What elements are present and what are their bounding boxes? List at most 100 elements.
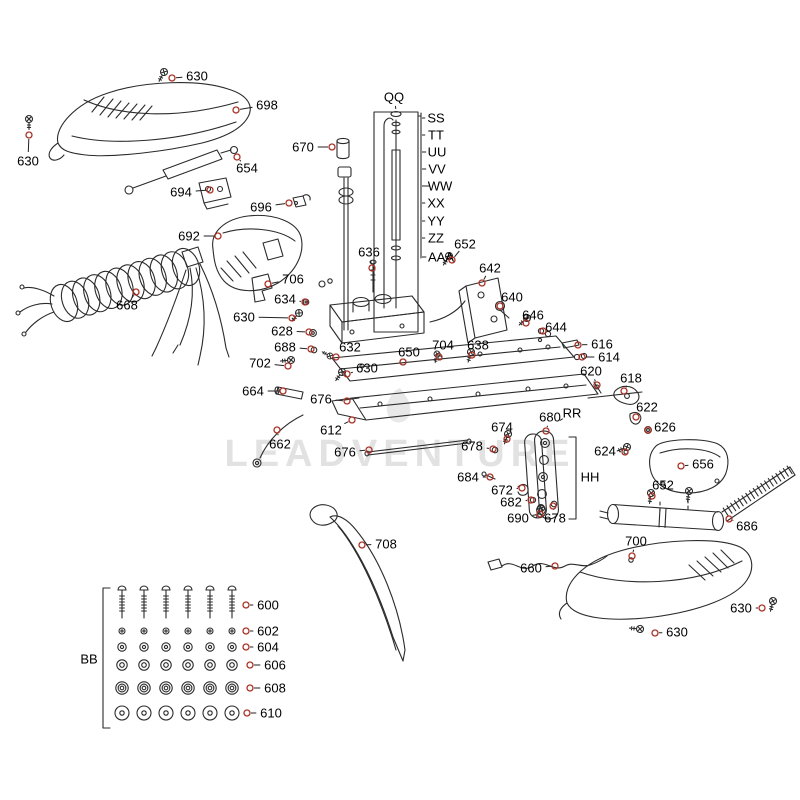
- callout-630: 630: [17, 131, 39, 169]
- flex-shaft-686-art: [721, 466, 796, 522]
- callout-622: 622: [632, 400, 658, 421]
- callout-ring: [358, 541, 366, 549]
- part-label-670: 670: [292, 140, 314, 155]
- part-label-RR: RR: [563, 406, 582, 421]
- callout-678: 678: [544, 502, 566, 526]
- coil-cable-668-art: [15, 246, 230, 366]
- part-label-630: 630: [730, 601, 752, 616]
- part-label-602: 602: [257, 624, 279, 639]
- callout-ring: [518, 484, 526, 492]
- part-label-692: 692: [178, 229, 200, 244]
- callout-ring: [468, 351, 476, 359]
- callout-ring: [648, 492, 656, 500]
- callout-HH: HH: [581, 470, 600, 485]
- callout-ZZ: ZZ: [422, 231, 444, 246]
- part-label-676: 676: [334, 445, 356, 460]
- part-label-642: 642: [479, 261, 501, 276]
- part-label-656: 656: [692, 457, 714, 472]
- part-label-626: 626: [654, 420, 676, 435]
- callout-ring: [132, 288, 140, 296]
- callout-ring: [206, 186, 214, 194]
- part-label-618: 618: [620, 371, 642, 386]
- part-label-668: 668: [116, 298, 138, 313]
- leader-line: [195, 189, 207, 192]
- part-label-694: 694: [170, 185, 192, 200]
- part-label-664: 664: [242, 384, 264, 399]
- part-label-700: 700: [625, 534, 647, 549]
- callout-ring: [677, 462, 685, 470]
- callout-618: 618: [620, 371, 642, 395]
- callout-ring: [288, 314, 296, 322]
- leader-line: [532, 514, 537, 516]
- part-label-624: 624: [594, 444, 616, 459]
- leader-line: [545, 565, 552, 568]
- callout-664: 664: [242, 384, 287, 399]
- callout-690: 690: [507, 510, 544, 526]
- part-label-652: 652: [454, 237, 476, 252]
- callout-ring: [242, 643, 250, 651]
- callout-QQ: QQ: [384, 90, 404, 110]
- callout-ring: [246, 684, 254, 692]
- callout-660: 660: [520, 561, 559, 576]
- callout-612: 612: [320, 416, 356, 438]
- callout-UU: UU: [422, 145, 446, 160]
- callout-ring: [651, 629, 659, 637]
- callout-630: 630: [233, 310, 296, 325]
- callout-ring: [328, 143, 336, 151]
- part-label-612: 612: [320, 423, 342, 438]
- callout-634: 634: [274, 292, 309, 307]
- callout-ring: [285, 199, 293, 207]
- leader-line: [27, 138, 30, 153]
- callout-668: 668: [116, 288, 140, 313]
- callout-ring: [539, 327, 547, 335]
- side-plate-656-art: [649, 439, 729, 515]
- callout-ring: [301, 298, 309, 306]
- callout-ring: [399, 358, 407, 366]
- leader-line: [239, 106, 253, 110]
- callout-676: 676: [334, 445, 373, 460]
- leader-line: [594, 379, 596, 382]
- callout-ring: [486, 473, 494, 481]
- part-label-UU: UU: [428, 145, 447, 160]
- part-label-628: 628: [271, 324, 293, 339]
- leader-line: [131, 295, 135, 298]
- reference-brackets-art: [102, 112, 577, 729]
- part-label-XX: XX: [427, 196, 445, 211]
- side-housing-692-art: [212, 214, 303, 292]
- callout-TT: TT: [422, 128, 444, 143]
- part-label-622: 622: [636, 400, 658, 415]
- part-label-678: 678: [461, 439, 483, 454]
- part-label-632: 632: [339, 340, 361, 355]
- callout-624: 624: [594, 444, 629, 459]
- callout-XX: XX: [422, 196, 445, 211]
- callout-694: 694: [170, 185, 214, 200]
- part-label-682: 682: [500, 495, 522, 510]
- part-label-606: 606: [264, 658, 286, 673]
- part-label-608: 608: [264, 681, 286, 696]
- callout-ring: [628, 552, 636, 560]
- callout-646: 646: [522, 308, 544, 327]
- part-label-690: 690: [507, 511, 529, 526]
- callout-ring: [305, 328, 313, 336]
- leader-line: [483, 275, 487, 280]
- callout-ring: [489, 445, 497, 453]
- leader-line: [359, 449, 366, 452]
- callout-642: 642: [478, 261, 501, 287]
- leader-line: [370, 260, 372, 265]
- part-label-698: 698: [256, 98, 278, 113]
- watermark-flame-icon: [386, 388, 411, 423]
- leader-line: [350, 371, 354, 374]
- part-label-630: 630: [233, 310, 255, 325]
- callout-630: 630: [168, 69, 208, 84]
- callout-698: 698: [232, 98, 278, 114]
- callout-656: 656: [677, 457, 714, 472]
- part-label-696: 696: [250, 200, 272, 215]
- callout-AAA: AAA: [422, 250, 454, 265]
- part-label-654: 654: [236, 161, 258, 176]
- callout-VV: VV: [422, 162, 446, 177]
- part-label-646: 646: [522, 308, 544, 323]
- bracket-694-art: [198, 177, 232, 210]
- callout-676: 676: [310, 392, 351, 407]
- callout-ring: [435, 353, 443, 361]
